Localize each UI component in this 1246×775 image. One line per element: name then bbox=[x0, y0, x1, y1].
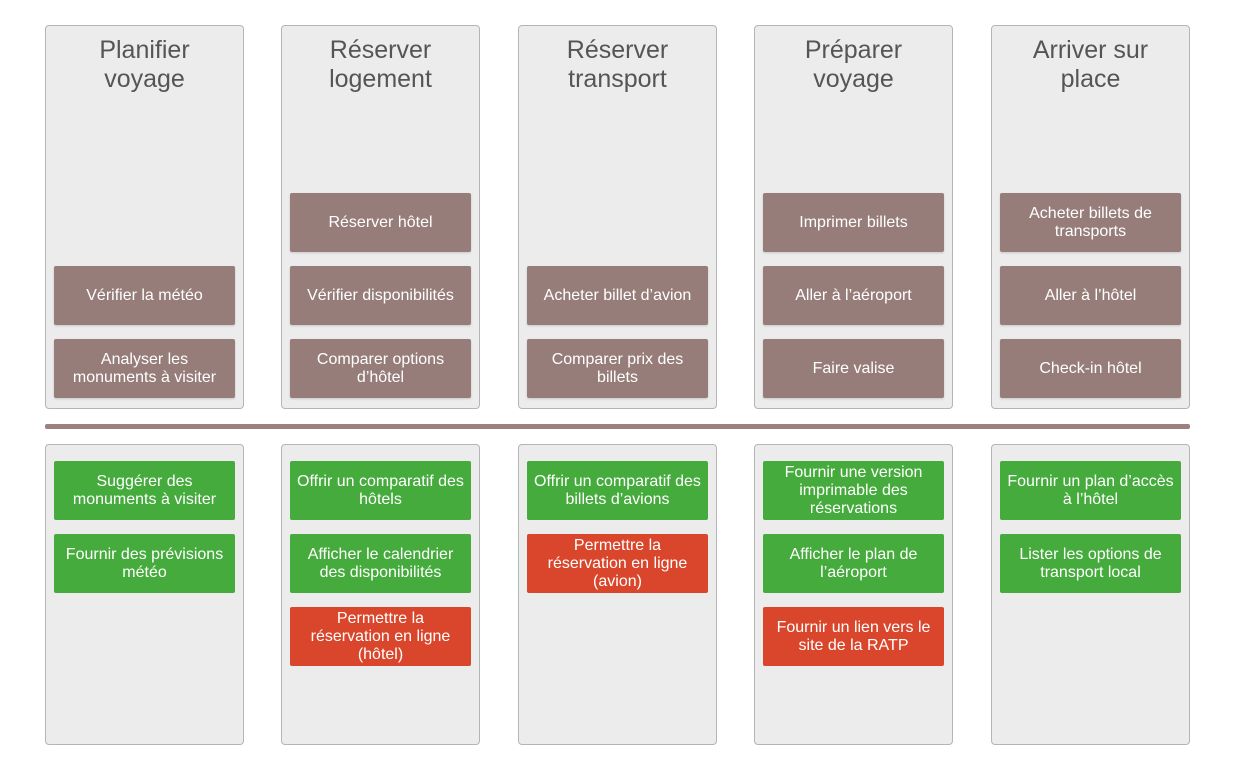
column-planifier-voyage-top: Planifier voyage Vérifier la météo Analy… bbox=[45, 25, 244, 409]
feature-card[interactable]: Offrir un comparatif des hôtels bbox=[290, 461, 471, 520]
feature-card[interactable]: Permettre la réservation en ligne (hôtel… bbox=[290, 607, 471, 666]
activity-card[interactable]: Vérifier disponibilités bbox=[290, 266, 471, 325]
column-title: Arriver sur place bbox=[1032, 36, 1149, 93]
column-arriver-sur-place-bottom: Fournir un plan d’accès à l’hôtel Lister… bbox=[991, 444, 1190, 745]
activity-card[interactable]: Imprimer billets bbox=[763, 193, 944, 252]
column-reserver-logement-top: Réserver logement Réserver hôtel Vérifie… bbox=[281, 25, 480, 409]
feature-card[interactable]: Afficher le plan de l’aéroport bbox=[763, 534, 944, 593]
feature-card[interactable]: Fournir un plan d’accès à l’hôtel bbox=[1000, 461, 1181, 520]
column-title: Préparer voyage bbox=[804, 36, 903, 93]
column-reserver-transport-bottom: Offrir un comparatif des billets d’avion… bbox=[518, 444, 717, 745]
activity-card[interactable]: Comparer prix des billets bbox=[527, 339, 708, 398]
column-preparer-voyage-top: Préparer voyage Imprimer billets Aller à… bbox=[754, 25, 953, 409]
column-arriver-sur-place-top: Arriver sur place Acheter billets de tra… bbox=[991, 25, 1190, 409]
activity-card[interactable]: Check-in hôtel bbox=[1000, 339, 1181, 398]
activity-card[interactable]: Acheter billet d’avion bbox=[527, 266, 708, 325]
feature-card[interactable]: Offrir un comparatif des billets d’avion… bbox=[527, 461, 708, 520]
activity-card[interactable]: Comparer options d’hôtel bbox=[290, 339, 471, 398]
feature-card[interactable]: Fournir des prévisions météo bbox=[54, 534, 235, 593]
feature-card[interactable]: Suggérer des monuments à visiter bbox=[54, 461, 235, 520]
column-planifier-voyage-bottom: Suggérer des monuments à visiter Fournir… bbox=[45, 444, 244, 745]
feature-card[interactable]: Fournir un lien vers le site de la RATP bbox=[763, 607, 944, 666]
activity-card[interactable]: Vérifier la météo bbox=[54, 266, 235, 325]
column-title: Réserver logement bbox=[329, 36, 432, 93]
release-divider bbox=[45, 424, 1190, 429]
column-reserver-transport-top: Réserver transport Acheter billet d’avio… bbox=[518, 25, 717, 409]
column-title: Planifier voyage bbox=[99, 36, 190, 93]
activity-card[interactable]: Faire valise bbox=[763, 339, 944, 398]
activity-card[interactable]: Acheter billets de transports bbox=[1000, 193, 1181, 252]
column-reserver-logement-bottom: Offrir un comparatif des hôtels Afficher… bbox=[281, 444, 480, 745]
column-title: Réserver transport bbox=[566, 36, 669, 93]
feature-card[interactable]: Lister les options de transport local bbox=[1000, 534, 1181, 593]
feature-card[interactable]: Permettre la réservation en ligne (avion… bbox=[527, 534, 708, 593]
activity-card[interactable]: Aller à l’aéroport bbox=[763, 266, 944, 325]
activity-card[interactable]: Aller à l’hôtel bbox=[1000, 266, 1181, 325]
activity-card[interactable]: Réserver hôtel bbox=[290, 193, 471, 252]
activity-card[interactable]: Analyser les monuments à visiter bbox=[54, 339, 235, 398]
column-preparer-voyage-bottom: Fournir une version imprimable des réser… bbox=[754, 444, 953, 745]
feature-card[interactable]: Fournir une version imprimable des réser… bbox=[763, 461, 944, 520]
feature-card[interactable]: Afficher le calendrier des disponibilité… bbox=[290, 534, 471, 593]
